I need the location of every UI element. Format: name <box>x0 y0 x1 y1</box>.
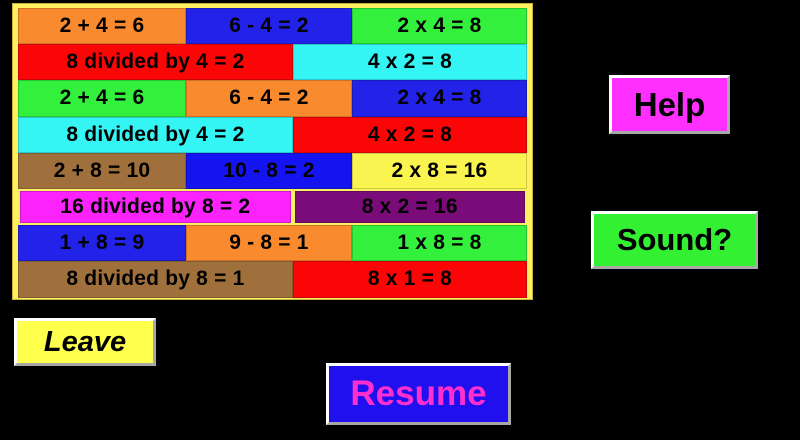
sound-button[interactable]: Sound? <box>591 211 758 269</box>
fact-cell[interactable]: 9 - 8 = 1 <box>185 225 352 262</box>
fact-cell[interactable]: 2 + 4 = 6 <box>18 80 186 117</box>
resume-button[interactable]: Resume <box>326 363 511 425</box>
fact-cell[interactable]: 2 + 4 = 6 <box>18 8 186 45</box>
fact-cell[interactable]: 8 divided by 8 = 1 <box>18 261 293 298</box>
fact-cell[interactable]: 2 x 8 = 16 <box>351 152 527 189</box>
fact-cell[interactable]: 6 - 4 = 2 <box>185 80 352 117</box>
fact-cell[interactable]: 8 divided by 4 = 2 <box>18 116 293 153</box>
fact-cell[interactable]: 2 x 4 = 8 <box>351 8 527 45</box>
fact-cell[interactable]: 16 divided by 8 = 2 <box>20 190 291 224</box>
fact-cell[interactable]: 1 + 8 = 9 <box>18 225 186 262</box>
fact-cell[interactable]: 8 x 1 = 8 <box>292 261 527 298</box>
fact-cell[interactable]: 1 x 8 = 8 <box>351 225 527 262</box>
fact-cell[interactable]: 2 x 4 = 8 <box>351 80 527 117</box>
fact-cell[interactable]: 8 divided by 4 = 2 <box>18 44 293 81</box>
fact-cell[interactable]: 8 x 2 = 16 <box>294 190 525 224</box>
fact-cell[interactable]: 6 - 4 = 2 <box>185 8 352 45</box>
fact-cell[interactable]: 4 x 2 = 8 <box>292 116 527 153</box>
fact-cell[interactable]: 10 - 8 = 2 <box>185 152 352 189</box>
fact-cell[interactable]: 2 + 8 = 10 <box>18 152 186 189</box>
help-button[interactable]: Help <box>609 75 730 134</box>
leave-button[interactable]: Leave <box>14 318 156 366</box>
fact-cell[interactable]: 4 x 2 = 8 <box>292 44 527 81</box>
